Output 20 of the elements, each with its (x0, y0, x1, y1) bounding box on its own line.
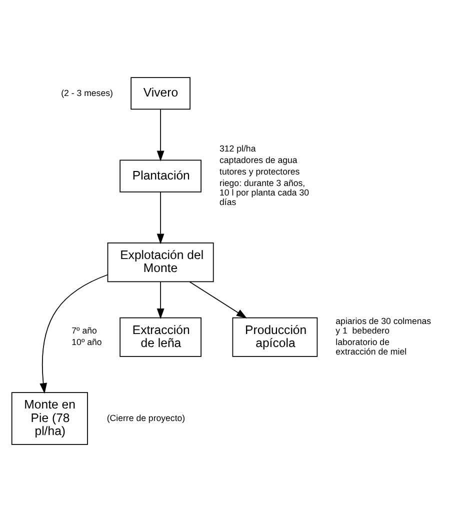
arrow (156, 109, 164, 162)
node-label: 10º año (72, 337, 102, 348)
node-box: Monte en Pie (78 pl/ha) (11, 392, 88, 445)
node-label: laboratorio de extracción de miel (336, 337, 407, 357)
arrow (40, 274, 108, 394)
node-box: Explotación del Monte (107, 242, 214, 282)
node-box: Vivero (130, 77, 190, 110)
node-label: riego: durante 3 años, 10 l por planta cada 30 días (220, 178, 310, 208)
node-box: Producción apícola (232, 317, 318, 357)
node-label: (2 - 3 meses) (61, 88, 113, 98)
node-label: tutores y protectores (220, 166, 300, 176)
node-box: Extracción de leña (120, 317, 202, 357)
node-box: Plantación (120, 160, 202, 192)
arrow (156, 192, 164, 244)
node-label: 312 pl/ha (220, 143, 256, 154)
arrow (189, 281, 247, 318)
node-label: 7º año (72, 326, 97, 336)
node-label: (Cierre de proyecto) (106, 413, 186, 424)
node-label: captadores de agua (220, 154, 298, 165)
arrow (156, 282, 164, 320)
